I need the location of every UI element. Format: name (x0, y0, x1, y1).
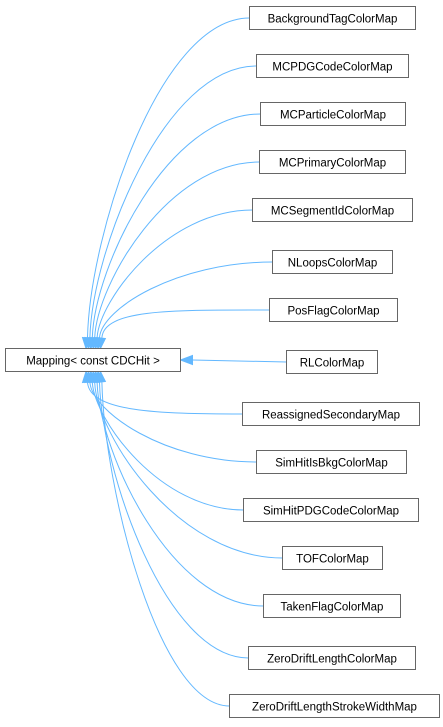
inheritance-edge (89, 65, 257, 338)
base-class-node[interactable]: Mapping< const CDCHit > (5, 348, 181, 372)
inheritance-arrowhead (96, 370, 107, 384)
base-class-label: Mapping< const CDCHit > (26, 356, 160, 368)
derived-node-background-tag-color-map[interactable]: BackgroundTagColorMap (249, 6, 416, 30)
derived-node-mcparticle-color-map[interactable]: MCParticleColorMap (260, 102, 406, 126)
derived-node-box (282, 546, 383, 570)
inheritance-edge (101, 309, 270, 338)
derived-node-taken-flag-color-map[interactable]: TakenFlagColorMap (263, 594, 401, 618)
derived-node-label: SimHitPDGCodeColorMap (263, 506, 399, 518)
derived-node-mcprimary-color-map[interactable]: MCPrimaryColorMap (259, 150, 406, 174)
derived-node-label: SimHitIsBkgColorMap (275, 458, 387, 470)
inheritance-edge (87, 17, 250, 338)
inheritance-edge (96, 382, 264, 607)
derived-node-box (248, 646, 416, 670)
derived-node-box (272, 250, 393, 274)
derived-node-rlcolor-map[interactable]: RLColorMap (286, 350, 378, 374)
derived-node-zero-drift-length-stroke-width-map[interactable]: ZeroDriftLengthStrokeWidthMap (229, 694, 440, 718)
inheritance-edge (99, 261, 273, 338)
inheritance-arrowhead (96, 336, 107, 350)
derived-node-box (263, 594, 401, 618)
derived-node-label: MCParticleColorMap (280, 110, 386, 122)
inheritance-edge (101, 382, 230, 707)
derived-node-label: MCPrimaryColorMap (279, 158, 386, 170)
inheritance-edge (192, 359, 287, 363)
derived-node-sim-hit-pdgcode-color-map[interactable]: SimHitPDGCodeColorMap (243, 498, 419, 522)
derived-node-label: RLColorMap (300, 358, 365, 370)
derived-node-label: MCPDGCodeColorMap (272, 62, 392, 74)
derived-node-label: TOFColorMap (296, 554, 369, 566)
derived-node-label: ZeroDriftLengthColorMap (267, 654, 397, 666)
derived-node-label: TakenFlagColorMap (281, 602, 384, 614)
derived-node-mcpdgcode-color-map[interactable]: MCPDGCodeColorMap (256, 54, 409, 78)
derived-node-box (256, 450, 407, 474)
derived-node-mcsegment-id-color-map[interactable]: MCSegmentIdColorMap (252, 198, 413, 222)
derived-node-label: ZeroDriftLengthStrokeWidthMap (252, 702, 417, 714)
derived-node-label: NLoopsColorMap (288, 258, 378, 270)
derived-node-nloops-color-map[interactable]: NLoopsColorMap (272, 250, 393, 274)
derived-class-nodes: BackgroundTagColorMapMCPDGCodeColorMapMC… (229, 6, 440, 718)
inheritance-edge (89, 382, 257, 463)
derived-node-box (252, 198, 413, 222)
derived-node-label: PosFlagColorMap (287, 306, 379, 318)
derived-node-box (249, 6, 416, 30)
derived-node-zero-drift-length-color-map[interactable]: ZeroDriftLengthColorMap (248, 646, 416, 670)
derived-node-box (259, 150, 406, 174)
derived-node-box (260, 102, 406, 126)
inheritance-edge (91, 382, 244, 511)
derived-node-tofcolor-map[interactable]: TOFColorMap (282, 546, 383, 570)
derived-node-label: ReassignedSecondaryMap (262, 410, 400, 422)
base-class-box (5, 348, 181, 372)
derived-node-box (229, 694, 440, 718)
derived-node-box (243, 498, 419, 522)
derived-node-pos-flag-color-map[interactable]: PosFlagColorMap (269, 298, 398, 322)
inheritance-edges (81, 17, 287, 707)
inheritance-edge (96, 209, 253, 338)
inheritance-edge (94, 161, 260, 338)
inheritance-edge (99, 382, 249, 659)
inheritance-edge (91, 113, 261, 338)
derived-node-box (286, 350, 378, 374)
derived-node-sim-hit-is-bkg-color-map[interactable]: SimHitIsBkgColorMap (256, 450, 407, 474)
derived-node-box (242, 402, 420, 426)
derived-node-box (256, 54, 409, 78)
derived-node-reassigned-secondary-map[interactable]: ReassignedSecondaryMap (242, 402, 420, 426)
inheritance-arrowhead (179, 354, 193, 366)
inheritance-edge (87, 382, 243, 415)
derived-node-label: BackgroundTagColorMap (268, 14, 398, 26)
derived-node-box (269, 298, 398, 322)
derived-node-label: MCSegmentIdColorMap (271, 206, 394, 218)
